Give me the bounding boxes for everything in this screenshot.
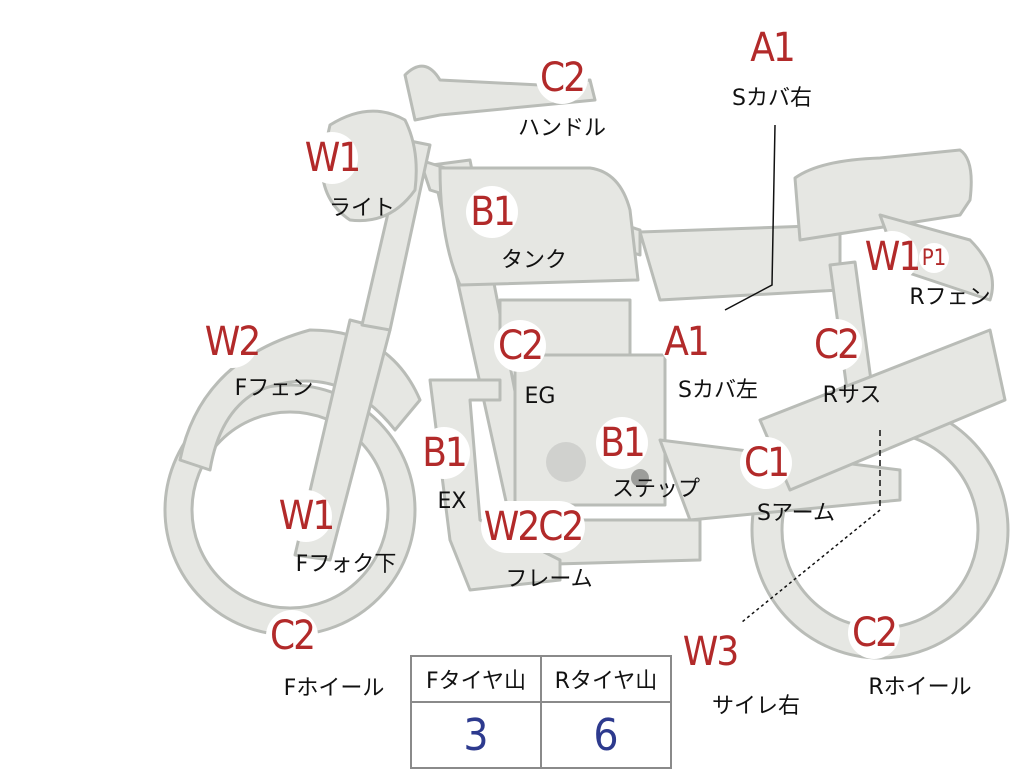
marker-c2-handle[interactable]: C2 ハンドル [518, 52, 606, 140]
rear-tyre-header: Rタイヤ山 [540, 655, 672, 703]
code-badge: W3 [683, 626, 739, 678]
marker-label: フレーム [505, 567, 593, 592]
marker-label: ハンドル [517, 116, 607, 141]
marker-label: Rフェン [909, 285, 991, 310]
marker-label: Sアーム [757, 501, 835, 526]
marker-c1-swingarm[interactable]: C1 Sアーム [740, 437, 835, 525]
marker-label: EX [437, 489, 467, 514]
marker-w1-fork[interactable]: W1 Fフォク下 [279, 490, 396, 576]
code-badge: C2 [266, 610, 318, 662]
marker-a1-left[interactable]: A1 Sカバ左 [660, 316, 758, 402]
code-badge: W1 [305, 132, 361, 184]
p1-badge[interactable]: P1 [919, 243, 949, 273]
marker-label: タンク [500, 248, 568, 273]
marker-w1-rfender[interactable]: W1 Rフェン [865, 231, 991, 309]
marker-label: Sカバ右 [732, 86, 812, 111]
marker-label: Fフェン [234, 376, 314, 401]
marker-w2-ffender[interactable]: W2 Fフェン [205, 316, 313, 400]
marker-label: ライト [328, 196, 396, 221]
marker-c2-rwheel[interactable]: C2 Rホイール [848, 607, 972, 699]
marker-w3-silencer[interactable]: W3 サイレ右 [683, 626, 800, 718]
code-badge: B1 [466, 186, 518, 238]
code-badge: C2 [848, 607, 900, 659]
marker-c2-engine[interactable]: C2 EG [494, 320, 555, 408]
marker-c2-fwheel[interactable]: C2 Fホイール [266, 610, 384, 700]
marker-label: サイレ右 [711, 694, 801, 719]
front-tyre-value: 3 [410, 701, 542, 769]
marker-w1-light[interactable]: W1 ライト [305, 132, 395, 220]
code-badge: B1 [596, 417, 648, 469]
code-badge: A1 [660, 316, 712, 368]
tyre-tread-table: Fタイヤ山 Rタイヤ山 3 6 [410, 655, 672, 769]
marker-label: Sカバ左 [678, 378, 758, 403]
marker-b1-tank[interactable]: B1 タンク [466, 186, 567, 272]
marker-label: EG [524, 384, 556, 409]
code-badge: C2 [536, 52, 588, 104]
code-badge: A1 [746, 22, 798, 74]
marker-label: Fホイール [283, 676, 385, 701]
seat [793, 148, 973, 242]
code-badge: W1 [865, 231, 921, 283]
marker-w2c2-frame[interactable]: W2C2 フレーム [481, 501, 593, 591]
marker-label: Rサス [822, 383, 882, 408]
marker-b1-step[interactable]: B1 ステップ [596, 417, 700, 501]
marker-a1-right[interactable]: A1 Sカバ右 [732, 22, 812, 110]
code-badge: W2C2 [481, 501, 585, 553]
code-badge: C2 [494, 320, 546, 372]
front-tyre-header: Fタイヤ山 [410, 655, 542, 703]
leader-line-a1-right [724, 124, 776, 311]
code-badge: C2 [810, 319, 862, 371]
rear-tyre-value: 6 [540, 701, 672, 769]
marker-c2-rsus[interactable]: C2 Rサス [810, 319, 881, 407]
engine-case [513, 353, 667, 507]
marker-b1-exhaust[interactable]: B1 EX [418, 427, 470, 513]
handlebar [403, 64, 597, 122]
marker-label: ステップ [611, 477, 701, 502]
code-badge: C1 [740, 437, 792, 489]
code-badge: W1 [279, 490, 335, 542]
marker-label: Rホイール [868, 675, 972, 700]
marker-label: Fフォク下 [295, 552, 397, 577]
code-badge: B1 [418, 427, 470, 479]
code-badge: W2 [205, 316, 261, 368]
